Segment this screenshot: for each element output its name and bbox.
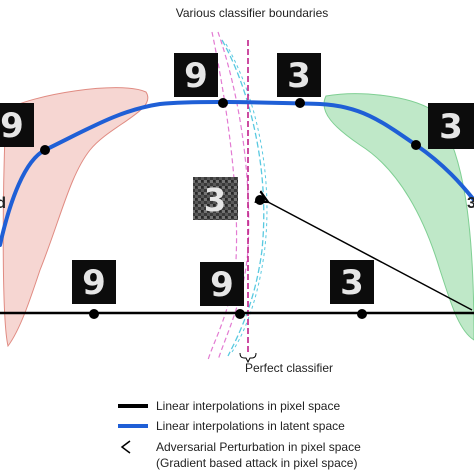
svg-text:3: 3 [340, 263, 364, 303]
pixel-point-2 [235, 309, 245, 319]
left-class-label: d [0, 195, 6, 212]
adversarial-point [255, 195, 265, 205]
svg-text:3: 3 [287, 56, 311, 96]
digit-thumb-adversarial: 3 [193, 177, 238, 220]
digit-thumb-top-left: 9 [174, 53, 218, 97]
boundary-pink-1 [207, 31, 238, 361]
digit-thumb-bottom-1: 9 [72, 260, 116, 304]
adversarial-arrow [268, 202, 473, 311]
left-arrow-icon [120, 440, 131, 454]
perfect-classifier-bracket [239, 352, 257, 364]
boundary-cyan-2 [225, 43, 268, 353]
diagram-title: Various classifier boundaries [176, 6, 329, 20]
perfect-classifier-label: Perfect classifier [245, 361, 333, 375]
right-class-label: 3 [467, 195, 474, 212]
boundary-cyan-1 [221, 39, 265, 357]
legend-item-pixel: Linear interpolations in pixel space [156, 399, 340, 413]
legend: Linear interpolations in pixel space Lin… [118, 399, 361, 470]
digit-thumb-right: 3 [428, 103, 474, 149]
latent-point-right [411, 140, 421, 150]
svg-text:3: 3 [204, 181, 226, 219]
pixel-point-1 [89, 309, 99, 319]
digit-thumb-top-mid: 3 [277, 53, 321, 97]
latent-point-left [40, 145, 50, 155]
svg-text:9: 9 [0, 106, 24, 146]
legend-item-adversarial: Adversarial Perturbation in pixel space [156, 440, 361, 454]
svg-text:9: 9 [210, 265, 234, 305]
digit-thumb-bottom-3: 3 [330, 260, 374, 304]
svg-text:3: 3 [439, 107, 463, 147]
latent-point-top-left [218, 98, 228, 108]
pixel-point-3 [357, 309, 367, 319]
svg-text:9: 9 [82, 263, 106, 303]
digit-thumb-bottom-2: 9 [200, 262, 244, 306]
digit-thumb-left: 9 [0, 103, 34, 147]
legend-item-adversarial-note: (Gradient based attack in pixel space) [156, 456, 357, 470]
svg-text:9: 9 [184, 56, 208, 96]
legend-item-latent: Linear interpolations in latent space [156, 419, 345, 433]
latent-point-top-right [295, 98, 305, 108]
boundary-pink-2 [217, 31, 250, 361]
